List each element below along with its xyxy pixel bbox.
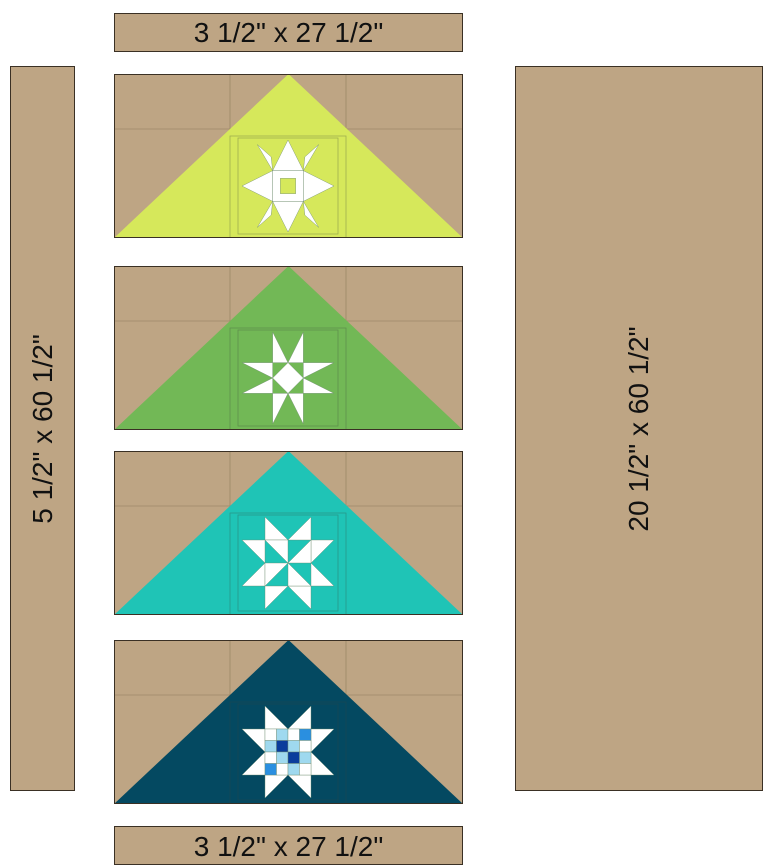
quilt-block-navy [114,640,463,804]
checkerboard-square [288,729,300,741]
checkerboard-square [288,741,300,753]
right-strip-label: 20 1/2" x 60 1/2" [623,326,655,531]
checkerboard-square [265,764,277,776]
star-center-hole [280,178,295,193]
quilt-block-lime [114,74,463,238]
checkerboard-square [288,764,300,776]
right-strip: 20 1/2" x 60 1/2" [515,66,763,791]
quilt-block-teal [114,451,463,615]
left-strip: 5 1/2" x 60 1/2" [10,66,75,791]
checkerboard-square [277,752,289,764]
checkerboard-square [288,752,300,764]
checkerboard-square [300,741,312,753]
checkerboard-square [277,764,289,776]
checkerboard-square [265,729,277,741]
checkerboard-square [300,764,312,776]
checkerboard-square [277,729,289,741]
bottom-strip: 3 1/2" x 27 1/2" [114,826,463,865]
checkerboard-square [277,741,289,753]
checkerboard-square [300,752,312,764]
top-strip: 3 1/2" x 27 1/2" [114,13,463,52]
checkerboard-square [300,729,312,741]
checkerboard-square [265,741,277,753]
left-strip-label: 5 1/2" x 60 1/2" [27,334,59,524]
checkerboard-square [265,752,277,764]
quilt-block-green [114,266,463,430]
bottom-strip-label: 3 1/2" x 27 1/2" [115,831,462,863]
top-strip-label: 3 1/2" x 27 1/2" [115,17,462,49]
